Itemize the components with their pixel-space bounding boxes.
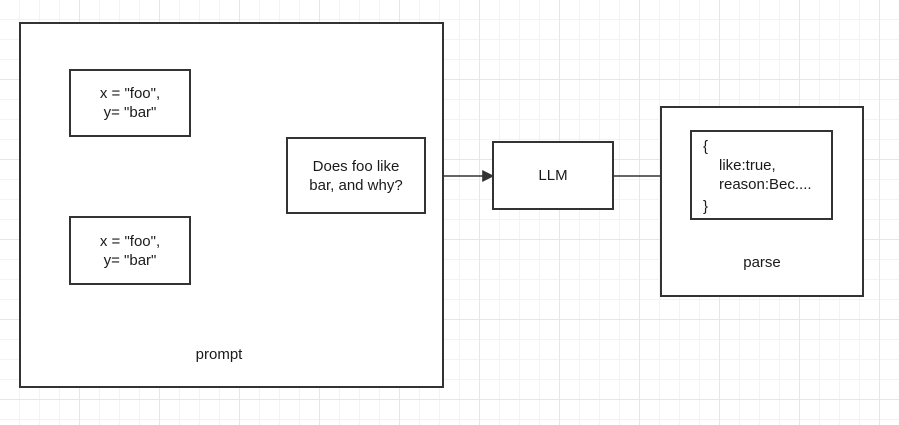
output-close-brace: } (703, 198, 709, 215)
input-bottom-line1: x = "foo", (99, 232, 161, 250)
llm-box[interactable]: LLM (492, 141, 614, 210)
input-top-line2: y= "bar" (103, 104, 157, 121)
parse-label: parse (743, 254, 781, 271)
input-box-bottom[interactable]: x = "foo", y= "bar" (69, 216, 191, 285)
question-box[interactable]: Does foo like bar, and why? (286, 137, 426, 214)
output-line2: reason:Bec.... (719, 176, 812, 193)
input-box-top[interactable]: x = "foo", y= "bar" (69, 69, 191, 137)
prompt-label: prompt (195, 346, 243, 363)
output-open-brace: { (703, 138, 709, 155)
llm-label: LLM (538, 167, 568, 184)
input-top-line1: x = "foo", (99, 85, 161, 102)
question-line1: Does foo like (312, 157, 400, 175)
output-line1: like:true, (719, 157, 776, 174)
input-bottom-line2: y= "bar" (103, 251, 157, 269)
output-box[interactable]: { like:true, reason:Bec.... } (690, 130, 833, 220)
question-line2: bar, and why? (309, 176, 403, 194)
